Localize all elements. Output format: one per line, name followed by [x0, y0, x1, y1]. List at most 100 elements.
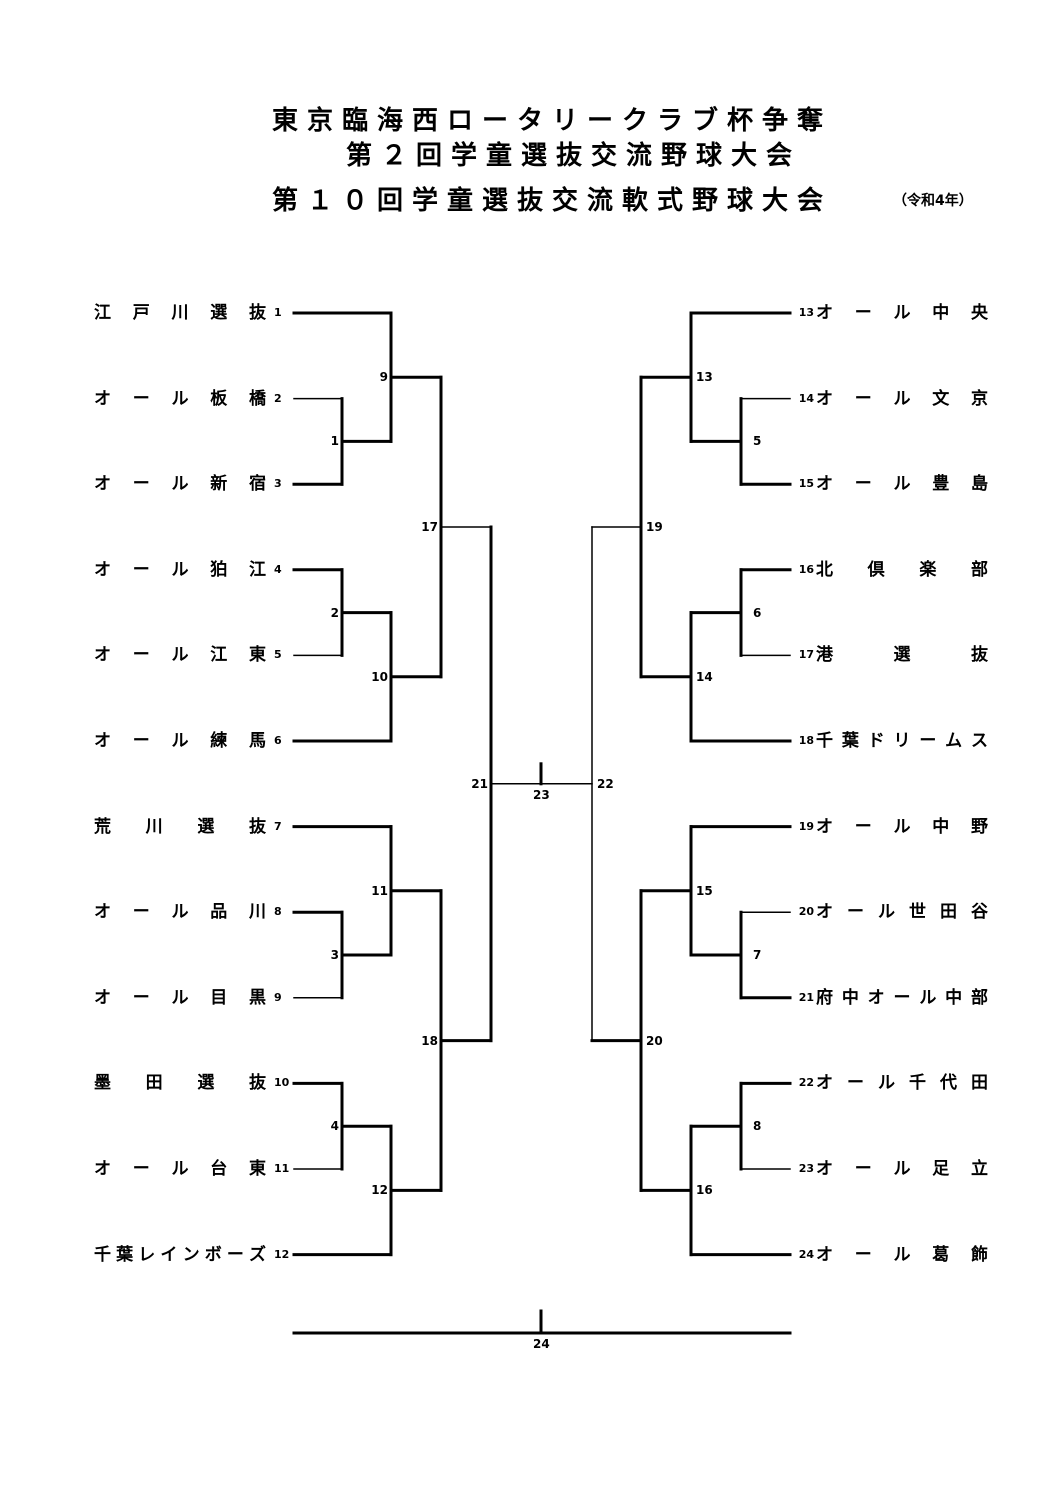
team-name-19: オール中野 — [816, 816, 988, 838]
team-name-char: 葉 — [116, 1244, 134, 1265]
team-name-9: オール目黒 — [94, 987, 266, 1009]
team-name-char: ル — [893, 1244, 911, 1265]
team-name-char: 豊 — [932, 474, 950, 495]
team-name-char: ー — [132, 645, 150, 666]
match-number-2: 2 — [330, 605, 339, 620]
team-name-char: 目 — [210, 987, 228, 1008]
team-name-20: オール世田谷 — [816, 901, 988, 923]
match-number-18: 18 — [421, 1033, 438, 1048]
team-name-char: 飾 — [971, 1244, 988, 1265]
match-number-24: 24 — [533, 1337, 550, 1351]
team-name-char: オ — [816, 1159, 833, 1179]
team-name-char: 中 — [945, 987, 963, 1008]
team-name-char: ー — [893, 987, 911, 1008]
team-name-char: ボ — [204, 1244, 222, 1265]
team-name-char: 狛 — [210, 559, 228, 580]
team-name-21: 府中オール中部 — [816, 987, 988, 1009]
team-seed-number: 18 — [798, 734, 814, 747]
team-name-char: オ — [816, 1073, 833, 1094]
match-number-7: 7 — [753, 948, 762, 962]
team-seed-number: 2 — [274, 391, 282, 405]
team-name-24: オール葛飾 — [816, 1244, 988, 1266]
team-name-char: オ — [94, 731, 111, 751]
team-name-22: オール千代田 — [816, 1072, 988, 1094]
match-number-20: 20 — [646, 1033, 663, 1048]
team-name-char: ル — [893, 388, 911, 409]
team-name-char: ム — [945, 731, 963, 751]
match-number-21: 21 — [471, 776, 488, 791]
team-name-1: 江戸川選抜 — [94, 302, 266, 324]
tournament-title-line-3: 第１０回学童選抜交流軟式野球大会 — [272, 186, 833, 216]
team-name-char: 島 — [971, 474, 988, 495]
team-name-char: ー — [847, 902, 864, 923]
team-name-15: オール豊島 — [816, 473, 988, 495]
team-name-char: ル — [878, 1073, 895, 1094]
team-name-char: 橋 — [249, 388, 266, 409]
team-name-char: 葛 — [932, 1244, 950, 1265]
match-number-17: 17 — [421, 520, 438, 534]
team-name-6: オール練馬 — [94, 730, 266, 752]
team-name-char: ー — [847, 1073, 864, 1094]
team-name-char: 板 — [210, 388, 228, 409]
team-seed-number: 3 — [274, 477, 282, 491]
team-name-char: 谷 — [971, 902, 988, 923]
match-number-14: 14 — [696, 669, 713, 684]
team-name-char: 中 — [932, 303, 950, 323]
team-name-5: オール江東 — [94, 644, 266, 666]
team-name-char: 新 — [210, 474, 228, 495]
team-name-char: ー — [919, 731, 937, 751]
team-name-char: 府 — [816, 987, 833, 1008]
team-name-char: 馬 — [249, 731, 266, 751]
team-name-char: 抜 — [971, 645, 988, 666]
team-name-3: オール新宿 — [94, 473, 266, 495]
team-name-char: 千 — [816, 731, 833, 751]
team-name-char: オ — [94, 987, 111, 1008]
team-seed-number: 23 — [798, 1162, 814, 1175]
team-name-char: 千 — [909, 1073, 926, 1094]
team-name-char: ス — [970, 731, 988, 751]
team-seed-number: 6 — [274, 734, 282, 747]
team-name-char: 台 — [210, 1159, 228, 1179]
team-name-char: 選 — [197, 816, 215, 837]
team-name-char: ル — [171, 1159, 189, 1179]
team-name-char: 田 — [940, 902, 957, 923]
team-name-char: イ — [160, 1244, 178, 1265]
team-seed-number: 11 — [274, 1162, 290, 1175]
team-name-char: 選 — [197, 1073, 215, 1094]
team-name-char: オ — [816, 1244, 833, 1265]
team-name-char: 抜 — [249, 303, 266, 323]
team-name-char: 世 — [909, 902, 926, 923]
team-name-char: オ — [816, 474, 833, 495]
team-seed-number: 19 — [798, 819, 814, 833]
team-name-16: 北倶楽部 — [816, 559, 988, 581]
team-name-char: 江 — [249, 559, 266, 580]
team-name-char: 東 — [249, 645, 266, 666]
team-name-7: 荒川選抜 — [94, 816, 266, 838]
team-name-char: 黒 — [249, 987, 266, 1008]
team-name-17: 港選抜 — [816, 644, 988, 666]
team-name-char: ー — [854, 474, 872, 495]
team-name-char: 北 — [816, 559, 833, 580]
match-number-19: 19 — [646, 520, 663, 534]
team-name-char: 京 — [971, 388, 988, 409]
team-name-11: オール台東 — [94, 1158, 266, 1180]
team-name-char: 楽 — [919, 559, 937, 580]
team-name-char: ル — [171, 474, 189, 495]
team-name-char: ー — [132, 731, 150, 751]
match-number-6: 6 — [753, 605, 762, 620]
tournament-title-line-1: 東京臨海西ロータリークラブ杯争奪 — [272, 106, 833, 136]
team-name-char: ー — [226, 1244, 244, 1265]
team-seed-number: 13 — [798, 306, 814, 319]
team-seed-number: 8 — [274, 905, 282, 919]
team-name-char: 墨 — [94, 1073, 111, 1094]
team-name-char: 川 — [249, 902, 266, 923]
team-name-char: 央 — [971, 303, 988, 323]
match-number-9: 9 — [379, 370, 388, 385]
team-name-char: ル — [893, 474, 911, 495]
team-seed-number: 5 — [274, 648, 282, 662]
team-name-char: 戸 — [132, 303, 150, 323]
team-seed-number: 15 — [798, 477, 814, 491]
team-name-char: ル — [171, 559, 189, 580]
team-name-char: 宿 — [249, 474, 266, 495]
team-seed-number: 21 — [798, 990, 814, 1004]
